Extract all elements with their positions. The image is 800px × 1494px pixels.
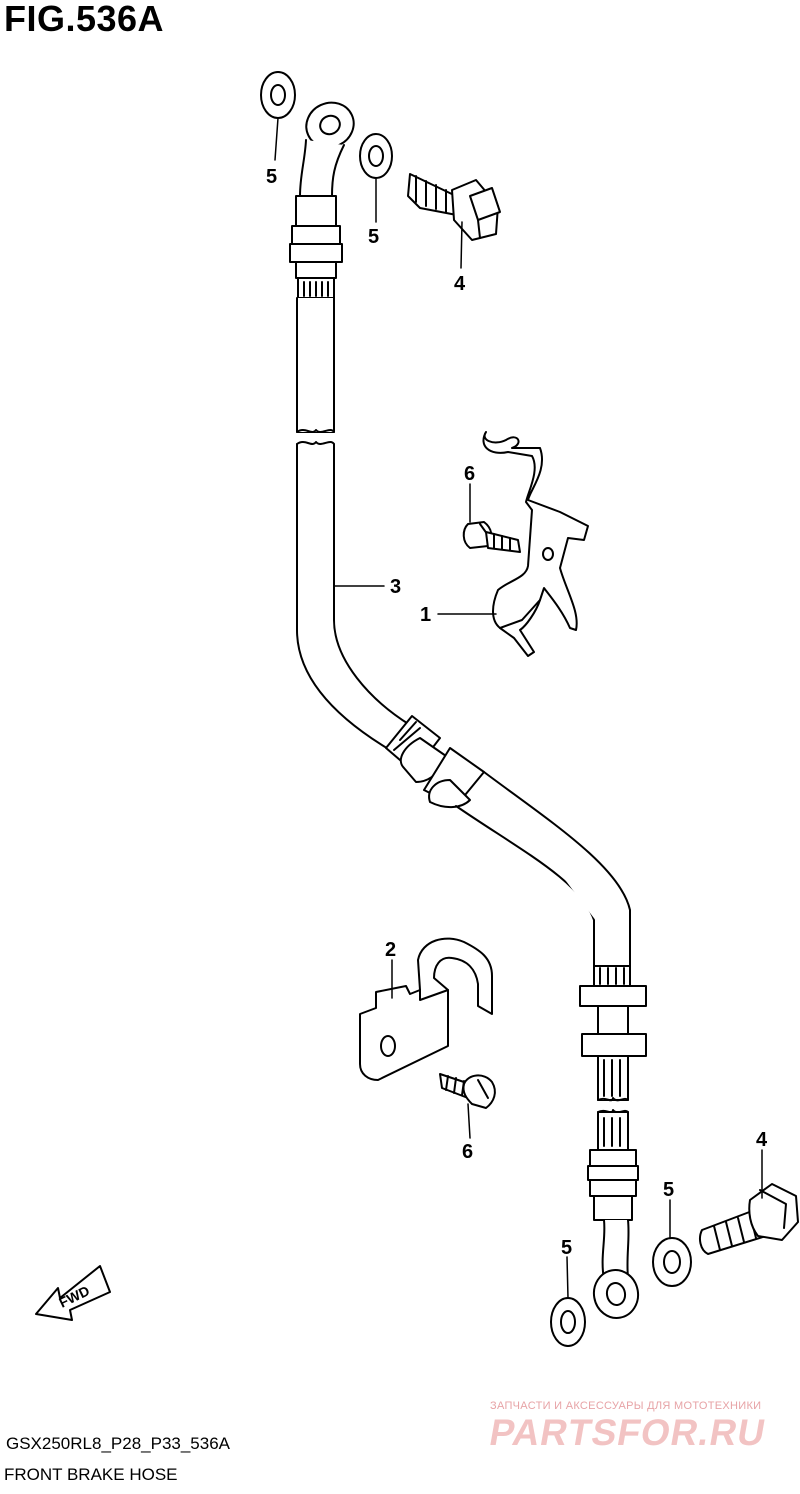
callout-2: 2 xyxy=(385,939,396,961)
washer-bottom-left xyxy=(550,1297,586,1347)
brake-hose xyxy=(289,101,647,1319)
washer-bottom-right xyxy=(652,1237,692,1287)
callout-5-bottom-right: 5 xyxy=(663,1179,674,1201)
callout-6-top: 6 xyxy=(464,463,475,485)
leader-lines xyxy=(274,117,763,1299)
callout-4-top: 4 xyxy=(454,273,466,295)
union-bolt-bottom xyxy=(699,1183,799,1255)
washer-top-right xyxy=(359,133,393,179)
bracket-1 xyxy=(482,431,589,657)
callout-5-top-right: 5 xyxy=(368,226,379,248)
callout-5-top-left: 5 xyxy=(266,166,277,188)
figure-title: FIG.536A xyxy=(4,0,165,39)
model-code: GSX250RL8_P28_P33_536A xyxy=(6,1434,231,1453)
union-bolt-top xyxy=(407,173,501,241)
callout-6-bottom: 6 xyxy=(462,1141,473,1163)
fwd-arrow xyxy=(35,1265,111,1321)
washer-top-left xyxy=(260,71,296,119)
watermark-brand: PARTSFOR.RU xyxy=(486,1412,770,1453)
callout-1: 1 xyxy=(420,604,431,626)
bolt-6-bottom xyxy=(439,1073,496,1109)
watermark-tagline: ЗАПЧАСТИ И АКСЕССУАРЫ ДЛЯ МОТОТЕХНИКИ xyxy=(490,1400,762,1412)
bolt-6-top xyxy=(462,521,521,553)
callout-3: 3 xyxy=(390,576,401,598)
callout-4-bottom: 4 xyxy=(756,1129,768,1151)
figure-name: FRONT BRAKE HOSE xyxy=(4,1465,178,1484)
callout-5-bottom-left: 5 xyxy=(561,1237,572,1259)
bracket-2 xyxy=(359,937,493,1081)
